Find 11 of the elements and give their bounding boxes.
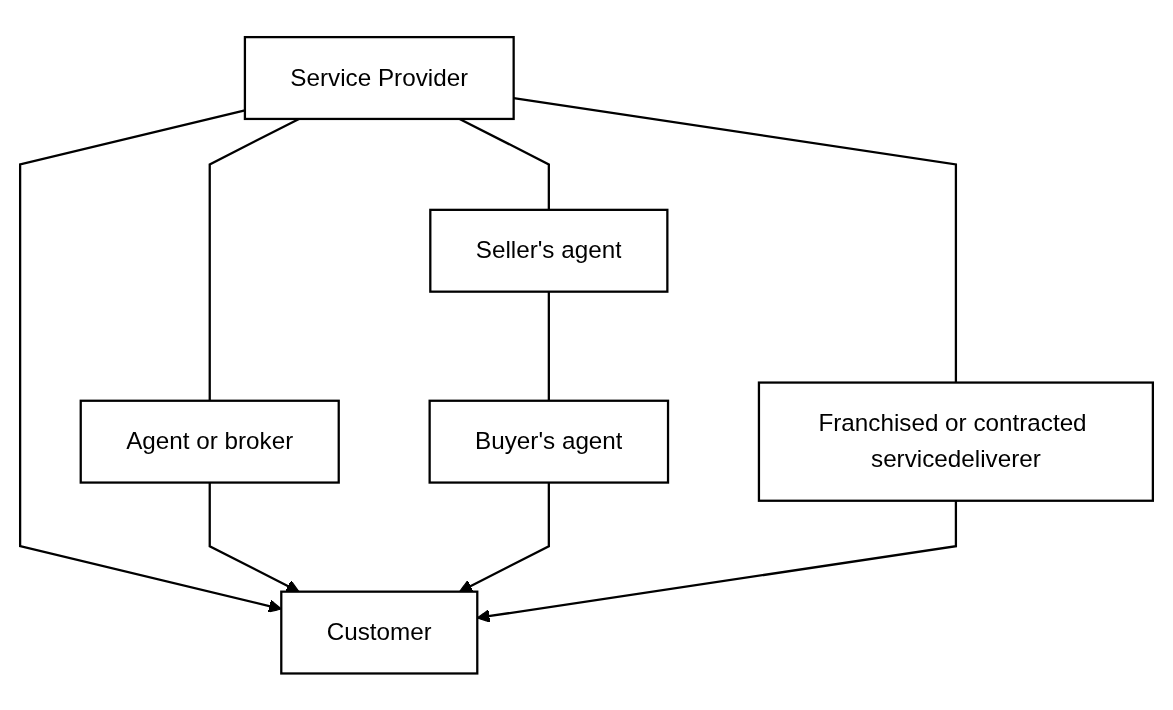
node-box: Seller's agent bbox=[429, 208, 669, 293]
node-box: Buyer's agent bbox=[428, 399, 670, 484]
node-box: Agent or broker bbox=[79, 399, 340, 484]
arrow bbox=[459, 482, 550, 592]
node-box: Franchised or contracted servicedeliverer bbox=[757, 381, 1154, 502]
node-box: Customer bbox=[280, 590, 479, 675]
arrow bbox=[19, 108, 282, 613]
arrow bbox=[208, 482, 300, 592]
connector bbox=[547, 291, 550, 401]
connector bbox=[513, 96, 958, 383]
node-box: Service Provider bbox=[243, 35, 515, 120]
